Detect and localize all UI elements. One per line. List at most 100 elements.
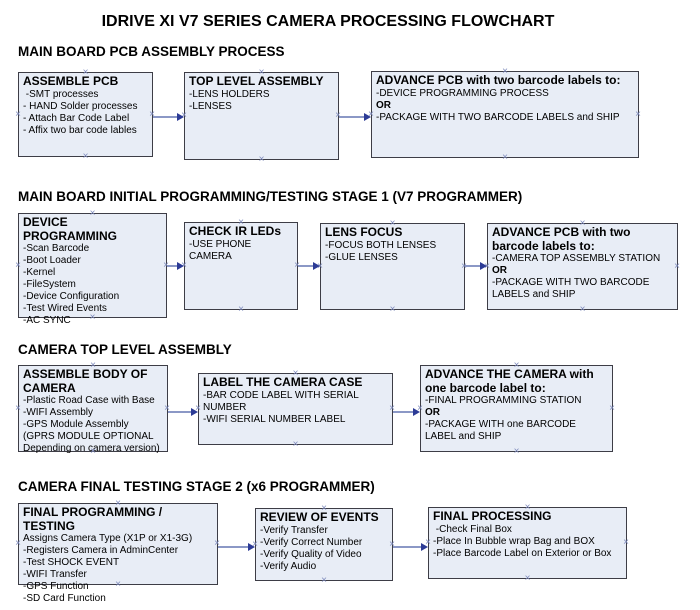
arrowhead-icon [177,113,184,121]
box-item: -WIFI Transfer [23,569,87,580]
page-title: IDRIVE XI V7 SERIES CAMERA PROCESSING FL… [101,13,555,30]
box-check-ir-leds: CHECK IR LEDs -USE PHONE CAMERA ×××× [181,218,300,315]
connector-line [153,116,179,118]
connector-line [393,411,415,413]
box-title: FINAL PROGRAMMING / TESTING [23,505,163,533]
box-item: -LENSES [189,100,232,112]
box-item: -Scan Barcode [23,243,90,254]
connector-line [465,265,482,267]
connector-line [393,546,423,548]
connector-arrow [393,543,428,551]
box-item: -Verify Correct Number [260,536,363,548]
section-heading-programming-stage1: MAIN BOARD INITIAL PROGRAMMING/TESTING S… [18,189,523,204]
box-device-programming: DEVICE PROGRAMMING -Scan Barcode -Boot L… [15,209,169,327]
arrowhead-icon [313,262,320,270]
box-item-or: OR [492,265,507,276]
connector-line [218,546,250,548]
box-label-camera-case: LABEL THE CAMERA CASE -BAR CODE LABEL WI… [195,369,395,450]
box-item: -Boot Loader [23,255,81,266]
box-item: -DEVICE PROGRAMMING PROCESS [376,87,549,99]
box-item: (GPRS MODULE OPTIONAL [23,431,154,442]
connector-line [339,116,366,118]
box-item: Depending on camera version) [23,443,160,454]
box-item: -PACKAGE WITH one BARCODE LABEL and SHIP [425,419,579,442]
connection-point-icon: × [609,402,615,414]
connector-arrow [393,408,420,416]
arrowhead-icon [413,408,420,416]
section-heading-pcb-assembly: MAIN BOARD PCB ASSEMBLY PROCESS [18,44,285,59]
box-item: -GPS Module Assembly [23,419,129,430]
box-advance-camera-one-label: ADVANCE THE CAMERA with one barcode labe… [417,361,615,457]
connection-point-icon: × [15,538,21,549]
arrowhead-icon [191,408,198,416]
box-item: -Verify Audio [260,560,317,572]
connection-point-icon: × [389,304,396,315]
box-lens-focus: LENS FOCUS -FOCUS BOTH LENSES -GLUE LENS… [317,219,467,315]
box-item: -SMT processes [23,88,99,100]
box-item: -Device Configuration [23,291,120,302]
box-item: -AC SYNC [23,315,71,326]
box-item-or: OR [425,407,440,418]
connection-point-icon: × [513,446,520,457]
arrowhead-icon [421,543,428,551]
box-item: -Place Barcode Label on Exterior or Box [433,547,612,559]
box-title: CHECK IR LEDs [189,224,282,238]
connection-point-icon: × [321,575,327,586]
box-item: -BAR CODE LABEL WITH SERIAL NUMBER [203,389,362,413]
box-title: ASSEMBLE PCB [23,74,119,88]
box-item: - Affix two bar code lables [23,124,137,136]
box-title: REVIEW OF EVENTS [260,510,379,524]
box-item: -CAMERA TOP ASSEMBLY STATION [492,253,661,264]
box-advance-pcb-two-labels: ADVANCE PCB with two barcode labels to: … [368,67,641,163]
arrowhead-icon [480,262,487,270]
connector-arrow [218,543,255,551]
box-item-or: OR [376,99,391,111]
box-item: -Verify Quality of Video [260,548,362,560]
box-assemble-pcb: ASSEMBLE PCB -SMT processes - HAND Solde… [15,68,155,162]
box-item: -WIFI Assembly [23,407,94,418]
box-item: -FileSystem [23,279,76,290]
connection-point-icon: × [579,304,586,315]
box-item: -Test Wired Events [23,303,107,314]
box-item: -USE PHONE CAMERA [189,238,255,262]
box-item: - Attach Bar Code Label [23,112,130,124]
connection-point-icon: × [502,152,508,163]
connection-point-icon: × [15,108,21,120]
arrowhead-icon [248,543,255,551]
box-item: - HAND Solder processes [23,100,138,112]
box-top-level-assembly: TOP LEVEL ASSEMBLY -LENS HOLDERS -LENSES… [181,68,341,165]
box-advance-pcb-two-labels-stage1: ADVANCE PCB with two barcode labels to: … [484,219,680,315]
box-item: -LENS HOLDERS [189,88,270,100]
box-title: ADVANCE PCB with two barcode labels to: [492,225,631,253]
box-title: ADVANCE PCB with two barcode labels to: [376,73,621,87]
connector-line [168,411,193,413]
connector-arrow [465,262,487,270]
box-title: FINAL PROCESSING [433,509,552,523]
box-assemble-body-of-camera: ASSEMBLE BODY OF CAMERA -Plastic Road Ca… [15,361,170,457]
connector-line [167,265,179,267]
box-item: -SD Card Function [23,593,106,604]
connection-point-icon: × [82,151,89,162]
box-item: -Verify Transfer [260,524,328,536]
box-title: ASSEMBLE BODY OF CAMERA [23,367,148,395]
box-item: -PACKAGE WITH TWO BARCODE LABELS and SHI… [376,111,620,123]
connector-arrow [339,113,371,121]
box-item: -Kernel [23,267,56,278]
box-item: -FOCUS BOTH LENSES [325,239,437,251]
arrowhead-icon [177,262,184,270]
connection-point-icon: × [258,154,265,165]
section-heading-final-testing-stage2: CAMERA FINAL TESTING STAGE 2 (x6 PROGRAM… [18,479,375,494]
box-item: -Plastic Road Case with Base [23,395,155,406]
connector-arrow [298,262,320,270]
box-final-processing: FINAL PROCESSING -Check Final Box -Place… [425,503,629,584]
box-item: -WIFI SERIAL NUMBER LABEL [203,413,346,425]
box-final-programming-testing: FINAL PROGRAMMING / TESTING Assigns Came… [15,499,220,605]
box-item: -PACKAGE WITH TWO BARCODE LABELS and SHI… [492,277,653,300]
connection-point-icon: × [15,259,21,271]
connection-point-icon: × [15,402,21,414]
box-title: LABEL THE CAMERA CASE [203,375,363,389]
connection-point-icon: × [623,537,629,548]
box-review-of-events: REVIEW OF EVENTS -Verify Transfer -Verif… [252,504,395,586]
box-item: -Place In Bubble wrap Bag and BOX [433,535,595,547]
box-item: -GPS Function [23,581,89,592]
